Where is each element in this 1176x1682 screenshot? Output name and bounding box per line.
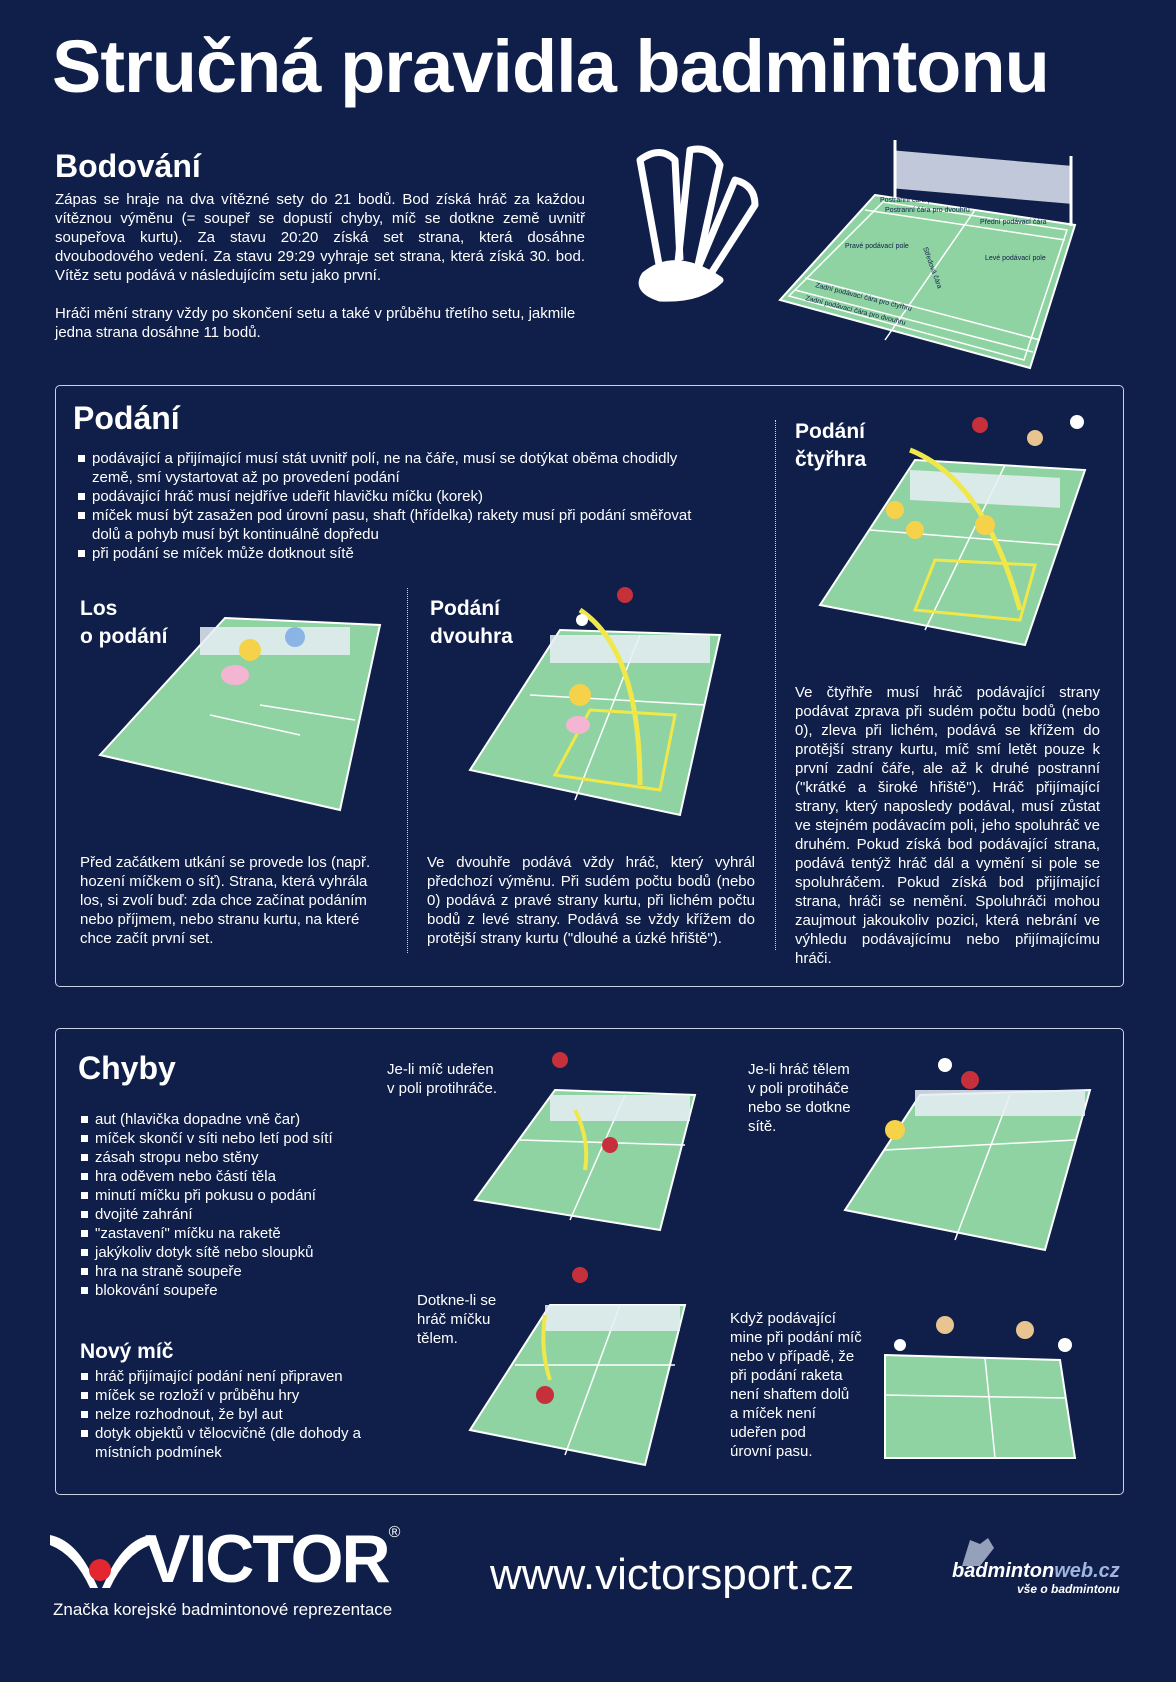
caption-line: nebo v případě, že (730, 1348, 855, 1365)
divider (775, 420, 776, 950)
court-label: Levé podávací pole (985, 255, 1046, 262)
list-item: blokování soupeře (81, 1281, 411, 1300)
partner-name: badminton (952, 1560, 1055, 1582)
list-item: aut (hlavička dopadne vně čar) (81, 1110, 411, 1129)
website-link[interactable]: www.victorsport.cz (490, 1550, 855, 1599)
toss-text: Před začátkem utkání se provede los (nap… (80, 854, 371, 947)
heading-line: Podání (430, 597, 501, 620)
faults-panel (55, 1028, 1124, 1495)
fault-caption: Je-li hráč tělem v poli protiháče nebo s… (748, 1060, 851, 1136)
list-item: míček skončí v síti nebo letí pod sítí (81, 1129, 411, 1148)
victor-brand: VICTOR® (145, 1524, 401, 1594)
caption-line: Když podávající (730, 1310, 836, 1327)
page-title: Stručná pravidla badmintonu (52, 25, 1050, 108)
court-label: Postranní čára pro dvouhru (885, 207, 970, 214)
shuttlecock-icon (962, 1538, 994, 1566)
faults-list: aut (hlavička dopadne vně čar) míček sko… (81, 1110, 411, 1300)
caption-line: mine při podání míč (730, 1329, 862, 1346)
caption-line: tělem. (417, 1330, 458, 1347)
fault-caption: Je-li míč udeřen v poli protihráče. (387, 1060, 497, 1098)
list-item: hráč přijímající podání není připraven (81, 1367, 401, 1386)
sides-change-text: Hráči mění strany vždy po skončení setu … (55, 305, 576, 341)
list-item: jakýkoliv dotyk sítě nebo sloupků (81, 1243, 411, 1262)
partner-domain: web.cz (1054, 1560, 1120, 1582)
fault-court-illustration (468, 1267, 687, 1467)
caption-line: úrovní pasu. (730, 1443, 813, 1460)
fault-court-illustration (843, 1058, 1092, 1252)
list-item: míček musí být zasažen pod úrovní pasu, … (78, 506, 708, 544)
caption-line: a míček není (730, 1405, 816, 1422)
list-item: dotyk objektů v tělocvičně (dle dohody a… (81, 1424, 401, 1462)
caption-line: při podání raketa (730, 1367, 843, 1384)
caption-line: hráč míčku (417, 1311, 491, 1328)
list-item: míček se rozloží v průběhu hry (81, 1386, 401, 1405)
partner-logo[interactable]: badmintonweb.cz (952, 1560, 1120, 1583)
heading-line: čtyřhra (795, 448, 867, 471)
list-item: nelze rozhodnout, že byl aut (81, 1405, 401, 1424)
fault-caption: Když podávající mine při podání míč nebo… (730, 1309, 862, 1461)
list-item: při podání se míček může dotknout sítě (78, 544, 708, 563)
scoring-heading: Bodování (55, 148, 201, 184)
caption-line: Je-li hráč tělem (748, 1061, 850, 1078)
toss-court-illustration (98, 616, 382, 812)
doubles-serve-heading: Podání čtyřhra (795, 418, 866, 474)
heading-line: Podání (795, 420, 866, 443)
caption-line: v poli protihráče. (387, 1080, 498, 1097)
list-item: podávající hráč musí nejdříve udeřit hla… (78, 487, 708, 506)
brand-tagline: Značka korejské badmintonové reprezentac… (53, 1600, 393, 1619)
list-item: zásah stropu nebo stěny (81, 1148, 411, 1167)
serve-panel (55, 385, 1124, 987)
scoring-text: Zápas se hraje na dva vítězné sety do 21… (55, 191, 585, 284)
faults-heading: Chyby (78, 1050, 176, 1086)
let-list: hráč přijímající podání není připraven m… (81, 1367, 401, 1462)
list-item: podávající a přijímající musí stát uvnit… (78, 449, 708, 487)
registered-mark: ® (388, 1524, 401, 1541)
caption-line: Je-li míč udeřen (387, 1061, 494, 1078)
list-item: hra na straně soupeře (81, 1262, 411, 1281)
caption-line: není shaftem dolů (730, 1386, 850, 1403)
caption-line: sítě. (748, 1118, 777, 1135)
brand-text: VICTOR (145, 1521, 391, 1597)
court-label: Postranní čára pro čtyřhru (880, 197, 961, 204)
list-item: hra oděvem nebo částí těla (81, 1167, 411, 1186)
list-item: "zastavení" míčku na raketě (81, 1224, 411, 1243)
list-item: minutí míčku při pokusu o podání (81, 1186, 411, 1205)
serve-rules-list: podávající a přijímající musí stát uvnit… (78, 449, 708, 563)
toss-heading: Los o podání (80, 595, 168, 651)
court-label: Přední podávací čára (980, 219, 1047, 226)
caption-line: v poli protiháče (748, 1080, 849, 1097)
fault-caption: Dotkne-li se hráč míčku tělem. (417, 1291, 496, 1348)
caption-line: Dotkne-li se (417, 1292, 497, 1309)
doubles-court-illustration (818, 415, 1087, 647)
singles-serve-heading: Podání dvouhra (430, 595, 513, 651)
caption-line: udeřen pod (730, 1424, 806, 1441)
serve-heading: Podání (73, 400, 180, 436)
court-label: Pravé podávací pole (845, 243, 909, 250)
divider (407, 588, 408, 953)
partner-subtitle: vše o badmintonu (1017, 1582, 1120, 1596)
heading-line: dvouhra (430, 625, 513, 648)
singles-serve-text: Ve dvouhře podává vždy hráč, který vyhrá… (427, 854, 755, 947)
list-item: dvojité zahrání (81, 1205, 411, 1224)
heading-line: Los (80, 597, 118, 620)
court-diagram: Postranní čára pro čtyřhru Postranní čár… (778, 140, 1077, 370)
let-heading: Nový míč (80, 1340, 174, 1363)
fault-court-illustration (884, 1316, 1077, 1459)
fault-court-illustration (473, 1052, 697, 1232)
heading-line: o podání (80, 625, 168, 648)
shuttlecock-icon (636, 145, 759, 302)
victor-logo-icon (50, 1535, 150, 1588)
singles-court-illustration (468, 587, 722, 817)
caption-line: nebo se dotkne (748, 1099, 851, 1116)
doubles-serve-text: Ve čtyřhře musí hráč podávající strany p… (795, 684, 1100, 967)
